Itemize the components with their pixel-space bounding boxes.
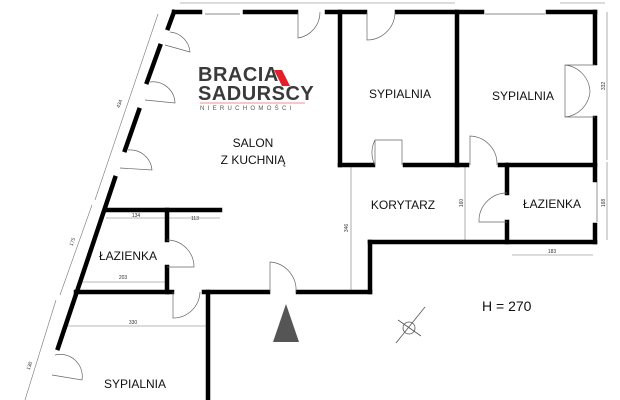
doors (51, 11, 598, 381)
door-swing (144, 81, 176, 104)
dimension-label: 346 (344, 223, 350, 233)
door-swing (297, 11, 321, 39)
logo: BRACIA SADURSCY (198, 64, 315, 105)
wall (122, 107, 142, 153)
door-swing (166, 239, 195, 268)
door-swing (366, 11, 396, 41)
dimension-label: 168 (601, 198, 607, 208)
logo-line1: BRACIA (198, 64, 279, 86)
dimension-label: 183 (547, 249, 557, 255)
dimension-label: 134 (131, 213, 141, 219)
ceiling-height: H = 270 (482, 298, 532, 314)
logo-line2: SADURSCY (198, 83, 315, 105)
room-sypialnia-1: SYPIALNIA (368, 87, 432, 101)
door-swing (119, 149, 153, 171)
room-label: Z KUCHNIĄ (220, 153, 286, 167)
room-sypialnia-2: SYPIALNIA (491, 89, 555, 103)
dimension-label: 203 (118, 275, 128, 281)
door-swing (164, 31, 191, 53)
door-swing (478, 192, 508, 223)
wall (144, 43, 163, 85)
door-swing (564, 64, 595, 118)
north-arrow-icon (273, 304, 299, 342)
dimension-label: 113 (191, 216, 199, 222)
door-swing (51, 354, 83, 381)
room-label: SALON (232, 136, 274, 150)
door-swing (371, 139, 403, 166)
door-swing (269, 261, 297, 293)
logo-tagline: NIERUCHOMOŚCI (200, 106, 295, 112)
room-sypialnia-3: SYPIALNIA (103, 377, 167, 391)
dimension-label: 332 (601, 81, 607, 91)
logo-mark (274, 70, 290, 86)
dimension-label: 330 (128, 320, 138, 326)
walls (55, 9, 598, 400)
door-swing (469, 135, 498, 166)
room-lazienka-1: ŁAZIENKA (98, 249, 158, 263)
wall (55, 175, 118, 351)
dimension-label: 160 (459, 198, 465, 208)
wall (165, 9, 177, 31)
compass-icon (395, 306, 426, 344)
dimension-lines (24, 2, 608, 400)
room-korytarz: KORYTARZ (370, 198, 436, 212)
door-swing (172, 291, 201, 319)
room-lazienka-2: ŁAZIENKA (522, 197, 582, 211)
room-salon: SALON Z KUCHNIĄ (221, 135, 286, 169)
